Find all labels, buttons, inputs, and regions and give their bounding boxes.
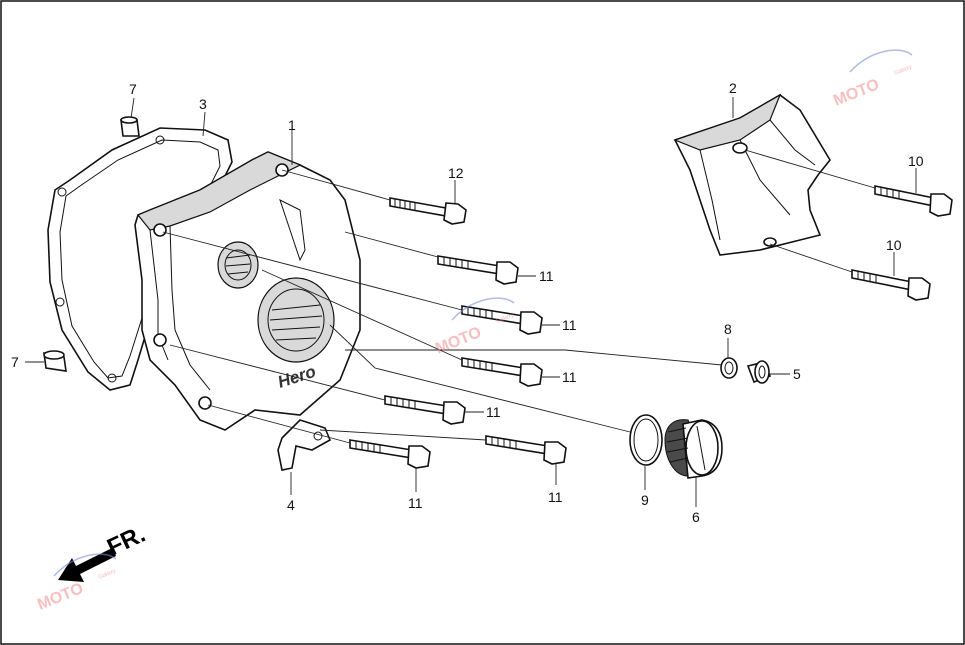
crankcase-cover-part-1: Hero <box>134 151 361 431</box>
callout-7b: 7 <box>11 354 19 370</box>
watermark-subtext-3: Galaxy <box>98 568 118 581</box>
callout-10b: 10 <box>886 237 902 253</box>
callout-4: 4 <box>287 497 295 513</box>
dowel-pin-7b <box>43 350 67 372</box>
watermark-text-3: MOTO <box>35 580 86 614</box>
callout-5: 5 <box>793 366 801 382</box>
callout-8: 8 <box>724 321 732 337</box>
bolt-part-11a <box>437 255 519 285</box>
callout-11c: 11 <box>562 369 577 385</box>
callout-11d: 11 <box>486 404 501 420</box>
callout-11b: 11 <box>562 317 577 333</box>
sprocket-cover-part-2 <box>673 93 831 256</box>
bolt-part-12 <box>389 197 467 225</box>
bolt-part-11d <box>384 395 466 425</box>
callout-7a: 7 <box>129 81 137 97</box>
watermark-text-2: MOTO <box>433 324 484 358</box>
bolt-part-11b <box>461 305 543 335</box>
bolt-part-10b <box>851 269 931 301</box>
watermark-bottom-left: MOTO Galaxy <box>35 553 118 614</box>
bolt-part-11f <box>485 435 567 465</box>
hose-clamp-part-4 <box>277 419 332 471</box>
bolt-part-11e <box>349 439 431 469</box>
callout-12: 12 <box>448 165 464 181</box>
dowel-pin-7a <box>120 116 140 137</box>
callout-1: 1 <box>288 117 296 133</box>
watermark-top-right: MOTO Galaxy <box>831 49 914 110</box>
bolt-part-11c <box>461 357 543 387</box>
bolt-part-10a <box>874 185 953 217</box>
callout-11e: 11 <box>408 495 423 511</box>
front-arrow-icon <box>58 548 116 582</box>
o-ring-part-9 <box>629 414 663 466</box>
watermark-subtext-1: Galaxy <box>894 64 914 77</box>
callout-6: 6 <box>692 509 700 525</box>
leader-lines <box>25 97 917 507</box>
callout-9: 9 <box>641 492 649 508</box>
callout-3: 3 <box>199 96 207 112</box>
filler-cap-part-6 <box>664 419 723 479</box>
watermark-center: MOTO Galaxy <box>433 297 515 358</box>
callout-11f: 11 <box>548 489 563 505</box>
o-ring-part-8 <box>720 357 738 379</box>
plug-part-5 <box>746 360 772 384</box>
watermark-text-1: MOTO <box>831 76 882 110</box>
callout-labels: 7 3 1 2 12 10 10 11 11 11 11 11 11 7 4 8… <box>11 80 924 525</box>
callout-11a: 11 <box>539 268 554 284</box>
callout-2: 2 <box>729 80 737 96</box>
callout-10a: 10 <box>908 153 924 169</box>
